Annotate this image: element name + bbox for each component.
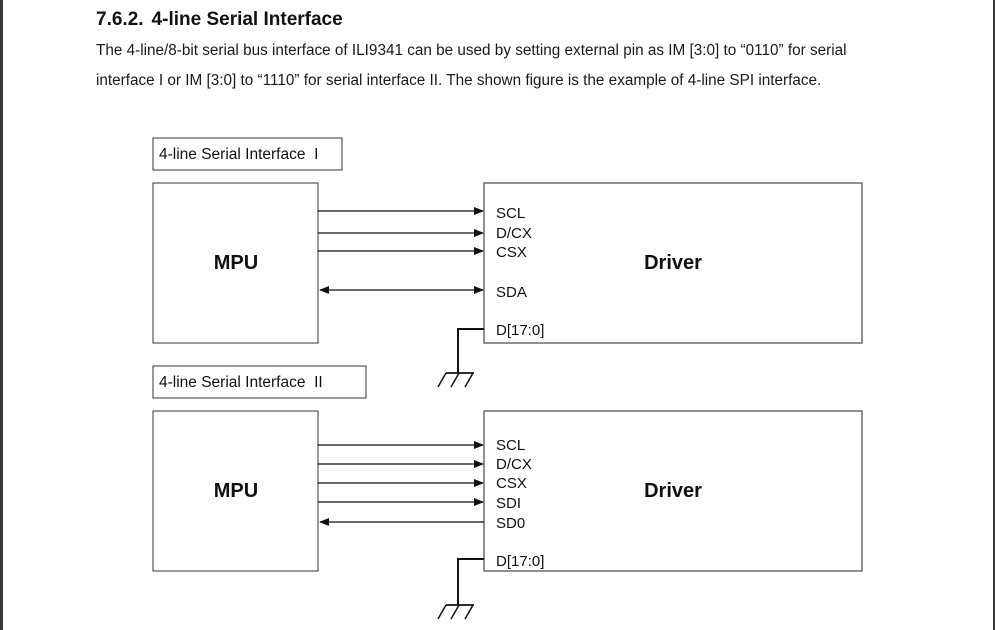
interface-label: 4-line Serial Interface I	[159, 146, 318, 163]
interface-label: 4-line Serial Interface II	[159, 374, 323, 391]
window-edge-left	[0, 0, 3, 630]
paragraph-line-1: The 4-line/8-bit serial bus interface of…	[96, 42, 847, 59]
driver-block	[483, 182, 863, 344]
mpu-block	[152, 410, 319, 572]
mpu-block	[152, 182, 319, 344]
ground-icon	[437, 328, 484, 388]
diagram-interface-2: 4-line Serial Interface II MPU Driver SC…	[152, 365, 863, 620]
pin-label: D/CX	[496, 225, 532, 242]
pin-label: CSX	[496, 475, 527, 492]
section-number: 7.6.2.	[96, 9, 144, 30]
pin-label: SCL	[496, 205, 525, 222]
pin-label: CSX	[496, 244, 527, 261]
interface-label-box	[152, 365, 367, 399]
pin-label: SDA	[496, 284, 527, 301]
ground-icon	[437, 558, 484, 620]
section-title: 4-line Serial Interface	[151, 9, 343, 30]
driver-label: Driver	[644, 252, 702, 274]
diagram-interface-1: 4-line Serial Interface I MPU Driver SCL…	[152, 137, 863, 388]
mpu-label: MPU	[214, 252, 258, 274]
driver-label: Driver	[644, 480, 702, 502]
pin-label: D/CX	[496, 456, 532, 473]
pin-label: SD0	[496, 515, 525, 532]
data-bus-label: D[17:0]	[496, 322, 544, 339]
section-heading: 7.6.2. 4-line Serial Interface	[96, 9, 343, 31]
driver-block	[483, 410, 863, 572]
mpu-label: MPU	[214, 480, 258, 502]
window-edge-right	[993, 0, 995, 630]
interface-label-box	[152, 137, 343, 171]
pin-label: SCL	[496, 437, 525, 454]
paragraph-line-2: interface I or IM [3:0] to “1110” for se…	[96, 72, 822, 89]
pin-label: SDI	[496, 495, 521, 512]
data-bus-label: D[17:0]	[496, 553, 544, 570]
